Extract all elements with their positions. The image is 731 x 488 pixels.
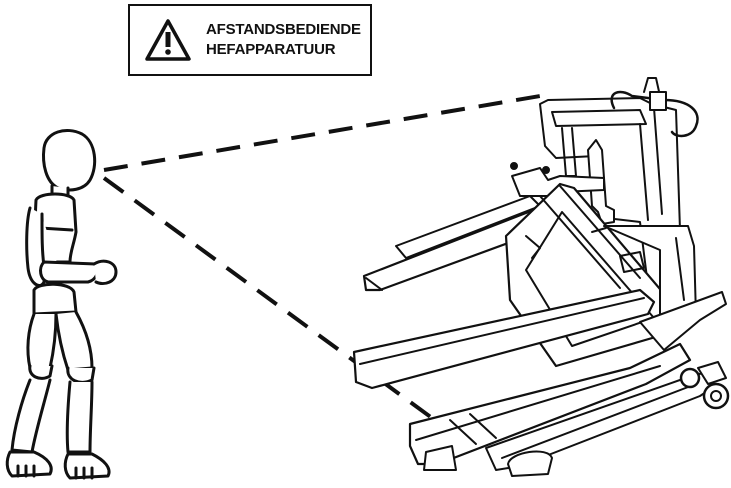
lifting-device <box>352 77 730 477</box>
sight-lines <box>102 94 541 420</box>
warning-line-2: HEFAPPARATUUR <box>206 41 336 58</box>
wheel-rear <box>702 382 730 410</box>
warning-triangle-icon <box>145 19 191 61</box>
operator-figure <box>5 129 118 480</box>
base-leg-left <box>408 342 692 466</box>
wheel-front <box>679 367 701 389</box>
warning-sign: AFSTANDSBEDIENDE HEFAPPARATUUR <box>128 4 372 76</box>
warning-text: AFSTANDSBEDIENDE HEFAPPARATUUR <box>206 20 361 60</box>
warning-line-1: AFSTANDSBEDIENDE <box>206 21 361 38</box>
handle-bar <box>610 90 699 138</box>
lower-fork <box>352 288 656 390</box>
